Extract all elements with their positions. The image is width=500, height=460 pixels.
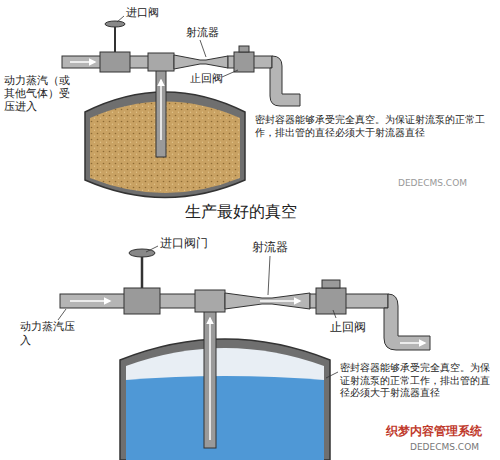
watermark: DEDECMS.COM: [398, 178, 467, 189]
bottom-leaders: [58, 246, 338, 378]
note: 密封容器能够承受完全真空。为保证射流泵的正常工作，排出管的直径必须大于射流器直径: [255, 114, 490, 139]
inlet-label: 动力蒸汽（或其他气体）受压进入: [4, 74, 80, 113]
part-label: 进口阀: [126, 6, 159, 20]
part-label: 射流器: [186, 26, 219, 40]
heading: 生产最好的真空: [185, 202, 297, 222]
part-label: 止回阀: [190, 72, 223, 86]
bottom-tank: [120, 339, 330, 460]
watermark: DEDECMS.COM: [410, 442, 479, 453]
part-label: 止回阀: [330, 320, 366, 335]
watermark: 织梦内容管理系统: [386, 424, 482, 439]
bottom-piping: [60, 249, 430, 448]
part-label: 进口阀门: [160, 236, 208, 251]
part-label: 射流器: [252, 240, 288, 255]
note: 密封容器能够承受完全真空。为保证射流泵的正常工作，排出管的直径必须大于射流器直径: [340, 362, 496, 400]
top-leaders: [117, 16, 238, 77]
inlet-label: 动力蒸汽压入: [20, 320, 76, 348]
